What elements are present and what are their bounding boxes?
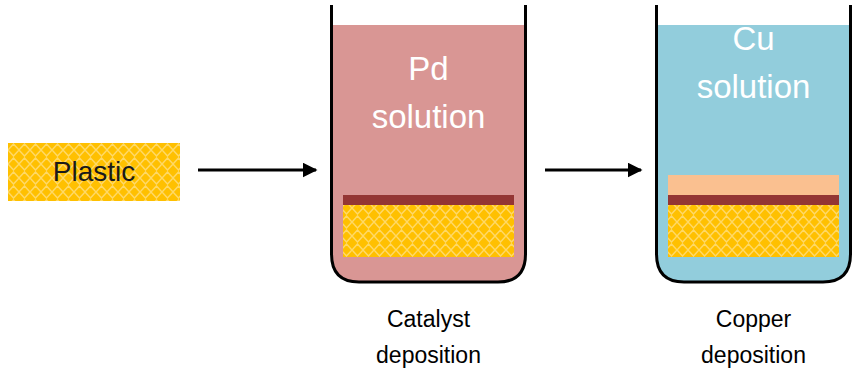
beaker-outline: [332, 5, 526, 282]
catalyst-layer: [343, 195, 514, 205]
solution-fill: [332, 25, 526, 282]
plastic-substrate: [668, 205, 839, 257]
step-caption: Catalyst deposition: [354, 302, 504, 373]
catalyst-layer: [668, 195, 839, 205]
copper-layer: [668, 175, 839, 195]
beaker: Cu solutionCopper deposition: [655, 5, 852, 285]
plastic-substrate: [343, 205, 514, 257]
solution-fill: [657, 25, 851, 282]
beaker-drawing: [330, 5, 527, 285]
solution-label: Cu solution: [679, 15, 829, 111]
step-caption: Copper deposition: [679, 302, 829, 373]
beaker-outline: [657, 5, 851, 282]
process-arrow: [545, 169, 641, 172]
process-arrow: [198, 169, 316, 172]
solution-label: Pd solution: [354, 45, 504, 141]
sample-label: Plastic: [53, 158, 135, 186]
plastic-sample: Plastic: [8, 143, 180, 201]
beaker: Pd solutionCatalyst deposition: [330, 5, 527, 285]
